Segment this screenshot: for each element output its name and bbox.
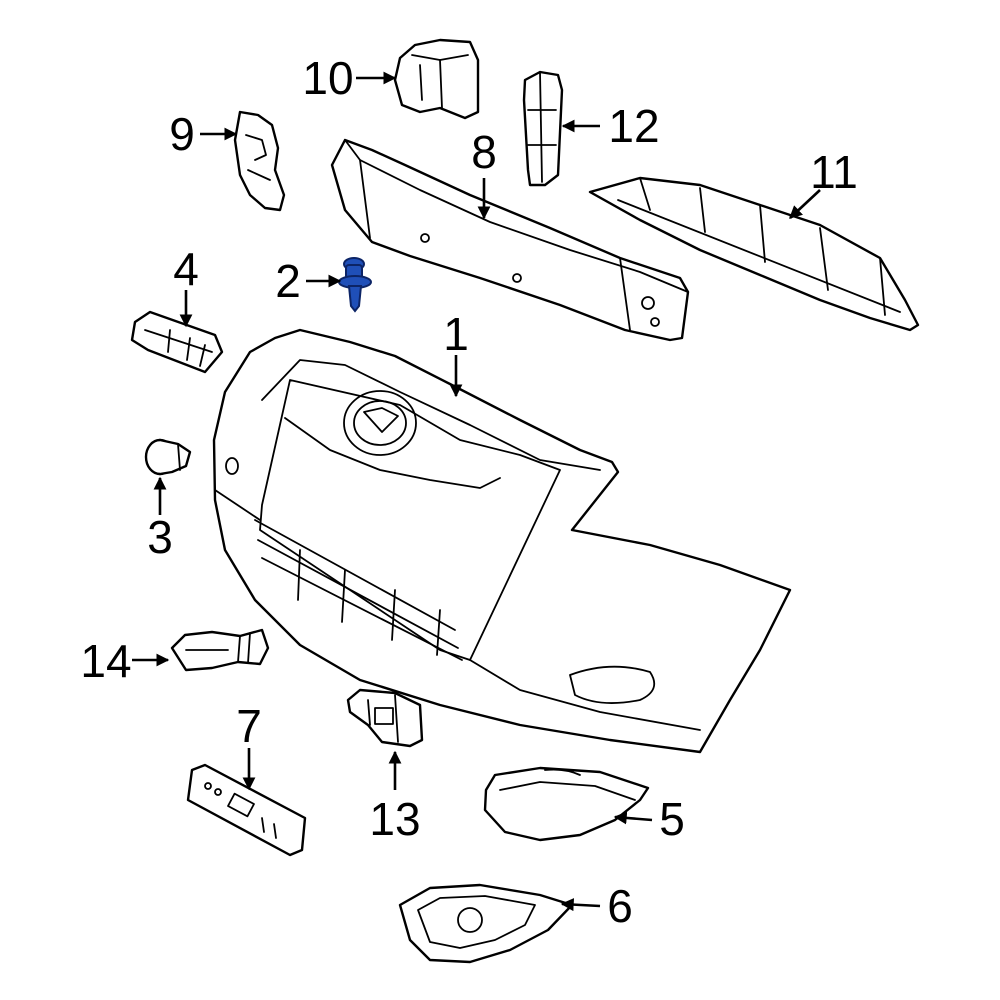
callout-1: 1 (443, 308, 469, 360)
callout-4: 4 (173, 243, 199, 295)
part-12-vertical-bracket[interactable] (522, 70, 564, 187)
part-9-side-bracket[interactable] (233, 110, 286, 212)
callout-10: 10 (302, 52, 353, 104)
callout-14: 14 (80, 635, 131, 687)
callout-11: 11 (810, 146, 858, 198)
part-1-bumper-cover[interactable] (212, 328, 792, 754)
part-11-absorber[interactable] (588, 176, 920, 332)
part-7-license-bracket[interactable] (186, 763, 307, 857)
callout-12: 12 (608, 100, 659, 152)
callout-13: 13 (369, 793, 420, 845)
arrow-6 (560, 898, 601, 912)
part-6-trim[interactable] (398, 883, 574, 964)
part-3-plug[interactable] (144, 438, 192, 476)
part-10-bracket[interactable] (393, 38, 480, 120)
arrow-11 (789, 189, 821, 219)
part-2-clip[interactable] (338, 257, 372, 313)
part-4-bracket[interactable] (130, 310, 224, 374)
arrow-5 (613, 811, 653, 825)
leader-arrows (132, 71, 821, 912)
callout-5: 5 (659, 793, 685, 845)
part-14-bulb[interactable] (170, 628, 270, 672)
callout-6: 6 (607, 880, 633, 932)
callout-2: 2 (275, 255, 301, 307)
callout-7: 7 (236, 700, 262, 752)
callout-labels: 1 2 3 4 5 6 7 8 9 10 11 12 13 14 (80, 52, 857, 932)
callout-8: 8 (471, 126, 497, 178)
callout-3: 3 (147, 511, 173, 563)
callout-9: 9 (169, 108, 195, 160)
part-5-bezel[interactable] (483, 766, 650, 842)
part-8-reinforcement[interactable] (330, 138, 690, 342)
part-13-sensor[interactable] (346, 688, 424, 748)
